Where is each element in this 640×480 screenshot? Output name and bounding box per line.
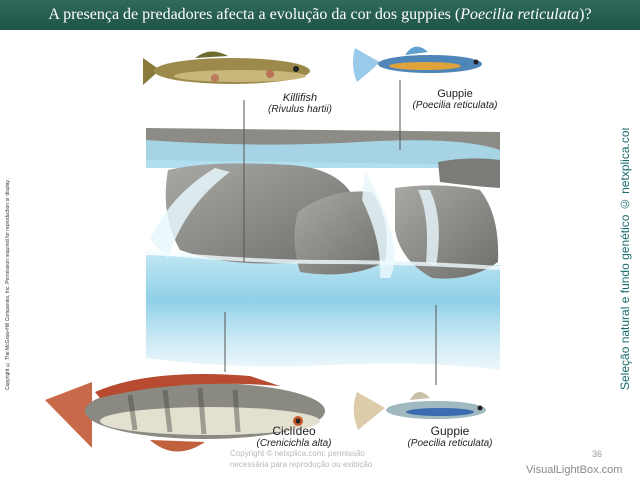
- ciclideo-scientific-name: (Crenicichla alta): [256, 438, 332, 449]
- ciclideo-illustration: [45, 374, 325, 452]
- watermark-link[interactable]: VisualLightBox.com: [526, 464, 623, 476]
- label-ciclideo: Ciclídeo (Crenicichla alta): [246, 424, 342, 449]
- guppie-bottom-name: Guppie: [430, 424, 470, 438]
- footer-copyright-line1: Copyright © netxplica.com: permissão: [230, 449, 365, 458]
- title-prefix: A presença de predadores afecta a evoluç…: [48, 6, 461, 23]
- label-killifish: Killifish (Rivulus hartii): [255, 92, 345, 115]
- guppie-top-name: Guppie: [437, 88, 473, 100]
- foam-line: [145, 250, 501, 270]
- page-number: 36: [592, 449, 603, 459]
- footer-copyright-line2: necessária para reprodução ou exibição: [230, 460, 373, 469]
- rock-right: [395, 185, 499, 279]
- killifish-name: Killifish: [282, 92, 318, 104]
- title-suffix: )?: [579, 6, 592, 23]
- label-guppie-bottom: Guppie (Poecilia reticulata): [398, 424, 502, 449]
- ciclideo-name: Ciclídeo: [272, 424, 316, 438]
- waterfall-right: [418, 190, 439, 266]
- waterfall-left: [150, 168, 230, 258]
- label-guppie-top: Guppie (Poecilia reticulata): [405, 88, 505, 111]
- upper-water: [146, 140, 500, 168]
- guppie-top-scientific-name: (Poecilia reticulata): [412, 100, 498, 111]
- lower-water: [146, 255, 500, 370]
- title-species: Poecilia reticulata: [460, 6, 580, 23]
- footer-copyright: Copyright © netxplica.com: permissão nec…: [230, 448, 410, 470]
- rock-far-right: [438, 158, 500, 188]
- guppie-top-illustration: [352, 46, 482, 82]
- killifish-illustration: [143, 51, 310, 85]
- rock-middle: [294, 191, 387, 275]
- waterfall-center: [362, 172, 395, 278]
- guppie-bottom-illustration: [353, 391, 486, 430]
- slide-title: A presença de predadores afecta a evoluç…: [0, 0, 640, 30]
- guppie-bottom-scientific-name: (Poecilia reticulata): [407, 438, 493, 449]
- killifish-scientific-name: (Rivulus hartii): [268, 104, 332, 115]
